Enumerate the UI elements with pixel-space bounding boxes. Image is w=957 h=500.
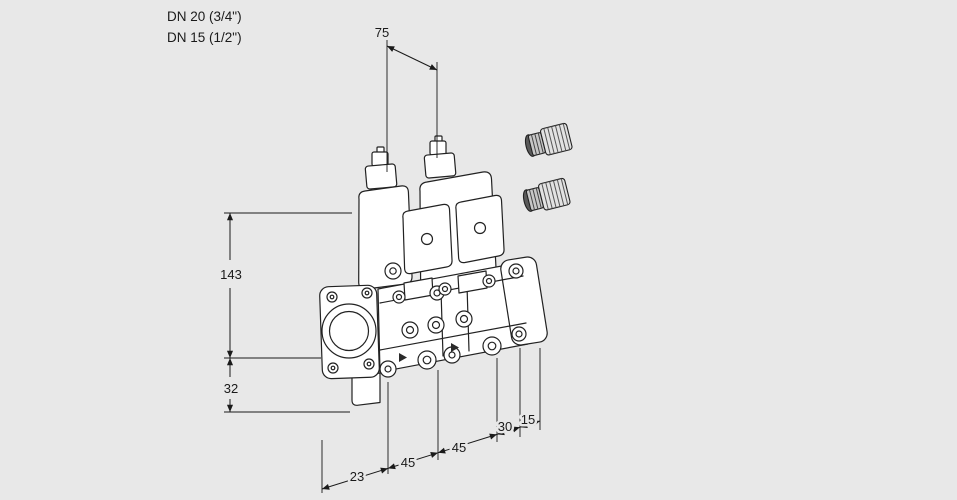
dim-15-label: 15 (521, 412, 535, 427)
dn20-label: DN 20 (3/4") (167, 9, 242, 24)
dim-23-label: 23 (350, 469, 364, 484)
inlet-port-inner (328, 310, 370, 352)
dim-45-left-label: 45 (401, 455, 415, 470)
solenoid1-stem (371, 151, 389, 167)
dim-15-line (519, 420, 541, 428)
flow-arrow-icon (451, 343, 459, 352)
valve-assembly (319, 135, 548, 406)
solenoid1-boss-inner (389, 267, 397, 275)
bolt-circle-inner (512, 267, 520, 275)
fitting-body-knurl (543, 123, 571, 155)
flange-bolt-inner (364, 290, 370, 296)
right-end-flange (500, 256, 548, 346)
dim-45-right-line (437, 433, 498, 454)
dim-75-label: 75 (375, 25, 389, 40)
nameplate1-circle (420, 232, 434, 246)
bolt-circle-inner (422, 355, 432, 365)
bolt-circle-inner (487, 341, 497, 351)
seat-circle-inner (405, 325, 415, 335)
dim-23-line (321, 467, 389, 490)
solenoid1-cap (364, 163, 398, 190)
flange-bolt-inner (330, 365, 336, 371)
dimension-annotations: 75 143 32 15 30 45 45 23 (220, 25, 541, 493)
dim-143-extension-lines (224, 212, 352, 359)
dn15-label: DN 15 (1/2") (167, 30, 242, 45)
fitting-body-knurl (541, 178, 569, 210)
bolt-circle-inner (515, 330, 523, 338)
dim-30-line (496, 426, 521, 436)
bottom-chain-extension-lines (321, 348, 541, 493)
seat-circle-inner (459, 314, 469, 324)
dim-75-line (386, 45, 438, 71)
flange-bolt-inner (366, 361, 372, 367)
dim-45-right-label: 45 (452, 440, 466, 455)
bolt-circle-inner (485, 277, 493, 285)
bolt-circle-inner (448, 351, 456, 359)
dim-30-label: 30 (498, 419, 512, 434)
seat-circle-inner (431, 320, 441, 330)
dim-143-label: 143 (220, 267, 242, 282)
pipe-fitting-bottom (522, 177, 571, 212)
flow-arrow-icon (399, 353, 407, 362)
body-foot (351, 372, 381, 406)
solenoid2-stem (429, 140, 447, 156)
pipe-fitting-top (524, 122, 573, 157)
terminal-block-2 (457, 270, 488, 294)
dim-32-label: 32 (224, 381, 238, 396)
nameplate2-circle (473, 221, 487, 235)
bolt-circle-inner (395, 293, 403, 301)
bolt-circle-inner (384, 365, 392, 373)
flange-bolt-inner (329, 294, 335, 300)
dim-45-left-line (387, 452, 439, 470)
solenoid2-cap (423, 152, 457, 179)
bolt-circle-inner (441, 285, 449, 293)
fitting-collar-knurl (528, 187, 542, 211)
size-labels: DN 20 (3/4") DN 15 (1/2") (167, 9, 242, 45)
fitting-collar-knurl (530, 132, 544, 156)
